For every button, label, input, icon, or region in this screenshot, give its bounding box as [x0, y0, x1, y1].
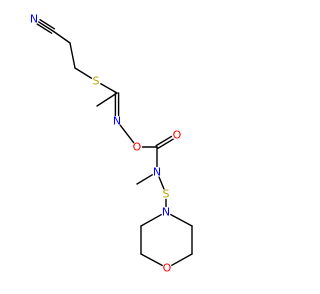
atom-label-n-oxime: N	[113, 115, 121, 128]
bond-c3-s	[74, 67, 93, 79]
bond-n-o	[119, 124, 135, 144]
bond-s-c4	[100, 83, 118, 94]
atom-label-o-morpholine: O	[163, 262, 172, 275]
bond-c1-n-triple-1	[36, 23, 53, 34]
bond-layer	[36, 19, 193, 267]
atom-label-n-nitrile: N	[30, 13, 38, 26]
atom-label-o-carbonyl: O	[173, 129, 182, 142]
bond-c5-o-double-2	[157, 138, 174, 150]
bond-c1-n-triple-3	[39, 19, 56, 30]
atom-label-n-carbamate: N	[153, 166, 161, 179]
bond-c1-n-triple-2	[37, 21, 54, 32]
bond-c5-o-double-1	[155, 135, 173, 147]
bond-n-s	[158, 176, 165, 190]
atom-label-s-thio: S	[93, 75, 100, 88]
bond-c2-c3	[69, 42, 76, 69]
atom-label-s-sulfenyl: S	[163, 188, 170, 201]
atom-label-n-morpholine: N	[162, 206, 170, 219]
bond-ring-c2-o	[171, 253, 193, 267]
bond-ring-c4-n	[140, 213, 162, 227]
bond-n-ring-c1	[170, 213, 193, 227]
atom-label-o-oxime: O	[133, 141, 142, 154]
bond-n-me	[136, 174, 153, 185]
bond-c1-c2	[52, 30, 71, 44]
bond-c4-me	[96, 92, 118, 107]
bond-o-ring-c3	[140, 253, 163, 267]
